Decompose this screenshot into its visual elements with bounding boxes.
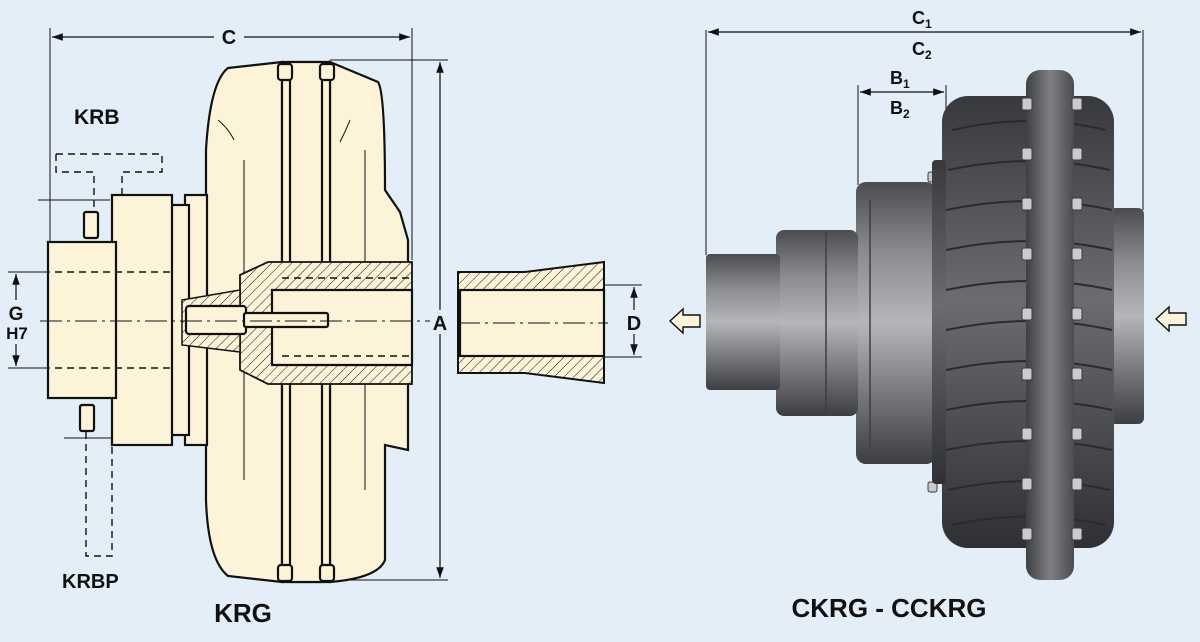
krb-label: KRB xyxy=(74,106,120,129)
dimension-c2-label: C2 xyxy=(912,39,932,62)
dimension-c1-label: C1 xyxy=(912,8,932,31)
dimension-b2-label: B2 xyxy=(890,98,910,121)
dimension-a-label: A xyxy=(433,313,447,335)
dimension-h7-label: H7 xyxy=(6,324,28,343)
krg-drawing: C A xyxy=(4,26,646,628)
ckrg-title: CKRG - CCKRG xyxy=(792,593,987,623)
krbp-label: KRBP xyxy=(62,571,119,593)
dimension-b1-label: B1 xyxy=(890,68,910,91)
ckrg-render: C1 C2 B1 B2 xyxy=(668,8,1187,623)
dimension-d-label: D xyxy=(627,313,641,335)
krbp-dashed-outline xyxy=(85,420,113,557)
input-arrow-icon xyxy=(668,307,701,335)
dimension-g-label: G xyxy=(9,304,24,325)
output-arrow-icon xyxy=(1154,305,1187,333)
dimension-c-label: C xyxy=(222,27,236,49)
krb-dashed-outline xyxy=(55,153,163,230)
krg-title: KRG xyxy=(214,598,272,628)
